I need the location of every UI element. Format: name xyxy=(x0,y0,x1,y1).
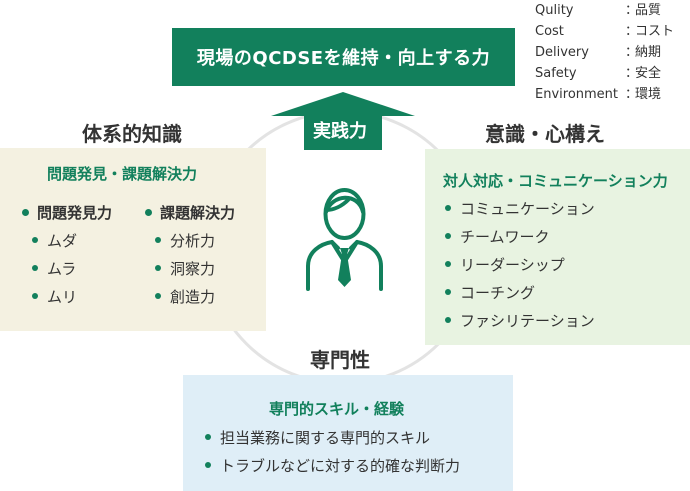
knowledge-panel: 問題発見・課題解決力 問題発見力 ムダ ムラ ムリ 課題解決力 分析力 xyxy=(0,148,266,331)
list-text: リーダーシップ xyxy=(460,255,565,274)
expertise-panel: 専門的スキル・経験 担当業務に関する専門的スキル トラブルなどに対する的確な判断… xyxy=(183,375,513,491)
bullet-icon xyxy=(445,205,451,211)
list-item: 課題解決力 xyxy=(145,198,235,226)
list-item: リーダーシップ xyxy=(445,250,595,278)
legend-term: Delivery xyxy=(535,45,589,60)
bullet-icon xyxy=(445,261,451,267)
legend-colon: ： xyxy=(625,24,639,39)
list-item: ファシリテーション xyxy=(445,306,595,334)
list-item: 創造力 xyxy=(145,282,235,310)
list-item: ムリ xyxy=(22,282,112,310)
right-heading: 意識・心構え xyxy=(485,122,605,146)
bullet-icon xyxy=(445,233,451,239)
list-item: コミュニケーション xyxy=(445,194,595,222)
bullet-icon xyxy=(445,289,451,295)
list-text: 分析力 xyxy=(170,231,216,250)
list-text: 創造力 xyxy=(170,287,216,306)
panel-title: 対人対応・コミュニケーション力 xyxy=(443,172,668,190)
list-item: 担当業務に関する専門的スキル xyxy=(205,423,460,451)
problem-solving-list: 課題解決力 分析力 洞察力 創造力 xyxy=(145,198,235,310)
qcdse-legend: Qulity ： 品質 Cost ： コスト Delivery ： 納期 Saf… xyxy=(535,0,674,105)
list-item: 洞察力 xyxy=(145,254,235,282)
bottom-heading: 専門性 xyxy=(310,348,370,372)
list-text: 担当業務に関する専門的スキル xyxy=(220,428,431,447)
list-text: チームワーク xyxy=(460,227,550,246)
communication-list: コミュニケーション チームワーク リーダーシップ コーチング ファシリテーション xyxy=(445,194,595,334)
list-text: ムリ xyxy=(47,287,78,306)
legend-row: Safety ： 安全 xyxy=(535,63,674,84)
panel-title: 専門的スキル・経験 xyxy=(269,400,405,418)
bullet-icon xyxy=(155,237,161,243)
legend-term: Environment xyxy=(535,87,619,102)
bullet-icon xyxy=(32,265,38,271)
list-item: 分析力 xyxy=(145,226,235,254)
legend-colon: ： xyxy=(625,87,639,102)
goal-text: 現場のQCDSEを維持・向上する力 xyxy=(196,48,491,69)
legend-term: Safety xyxy=(535,66,577,81)
bullet-icon xyxy=(155,293,161,299)
businessperson-icon xyxy=(306,188,383,291)
bullet-icon xyxy=(32,237,38,243)
legend-colon: ： xyxy=(625,66,639,81)
list-item: ムラ xyxy=(22,254,112,282)
legend-colon: ： xyxy=(625,45,639,60)
list-text: ファシリテーション xyxy=(460,311,595,330)
expertise-list: 担当業務に関する専門的スキル トラブルなどに対する的確な判断力 xyxy=(205,423,460,479)
list-label: 問題発見力 xyxy=(37,203,113,222)
left-heading: 体系的知識 xyxy=(82,122,182,146)
bullet-icon xyxy=(32,293,38,299)
list-text: ムダ xyxy=(47,231,78,250)
list-item: トラブルなどに対する的確な判断力 xyxy=(205,451,460,479)
bullet-icon xyxy=(205,462,211,468)
legend-row: Qulity ： 品質 xyxy=(535,0,674,21)
problem-finding-list: 問題発見力 ムダ ムラ ムリ xyxy=(22,198,112,310)
bullet-icon xyxy=(445,317,451,323)
bullet-icon xyxy=(205,434,211,440)
list-item: コーチング xyxy=(445,278,595,306)
legend-meaning: 安全 xyxy=(635,66,662,81)
legend-row: Delivery ： 納期 xyxy=(535,42,674,63)
bullet-icon xyxy=(145,208,152,216)
legend-colon: ： xyxy=(625,3,639,18)
list-item: チームワーク xyxy=(445,222,595,250)
list-text: 洞察力 xyxy=(170,259,216,278)
up-arrow-icon xyxy=(271,92,415,150)
list-item: ムダ xyxy=(22,226,112,254)
list-item: 問題発見力 xyxy=(22,198,112,226)
legend-meaning: 環境 xyxy=(635,87,662,102)
bullet-icon xyxy=(155,265,161,271)
panel-title: 問題発見・課題解決力 xyxy=(47,165,198,183)
legend-row: Cost ： コスト xyxy=(535,21,674,42)
legend-meaning: 納期 xyxy=(635,45,662,60)
mindset-panel: 対人対応・コミュニケーション力 コミュニケーション チームワーク リーダーシップ… xyxy=(425,149,690,345)
legend-term: Qulity xyxy=(535,3,574,18)
goal-box: 現場のQCDSEを維持・向上する力 xyxy=(172,28,515,86)
legend-meaning: 品質 xyxy=(635,3,662,18)
arrow-label: 実践力 xyxy=(313,121,367,142)
list-text: コミュニケーション xyxy=(460,199,595,218)
list-text: コーチング xyxy=(460,283,536,302)
list-text: ムラ xyxy=(47,259,77,278)
legend-meaning: コスト xyxy=(635,24,675,39)
list-label: 課題解決力 xyxy=(160,203,236,222)
bullet-icon xyxy=(22,208,29,216)
legend-row: Environment ： 環境 xyxy=(535,84,674,105)
list-text: トラブルなどに対する的確な判断力 xyxy=(220,456,461,475)
legend-term: Cost xyxy=(535,24,564,39)
